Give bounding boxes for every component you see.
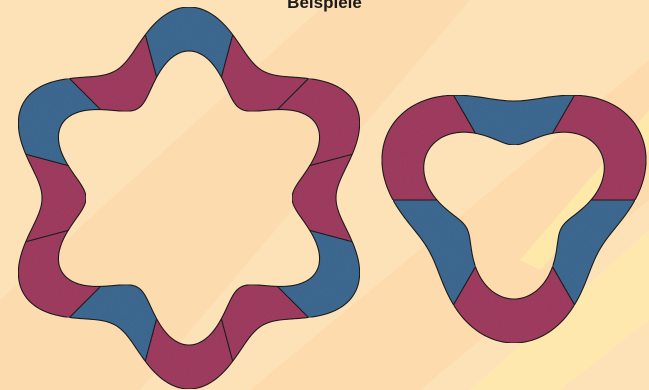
page-title: Beispiele: [0, 0, 649, 13]
red-track-segment: [26, 154, 86, 241]
blue-track-segment: [145, 7, 232, 77]
red-track-segment: [382, 95, 476, 200]
